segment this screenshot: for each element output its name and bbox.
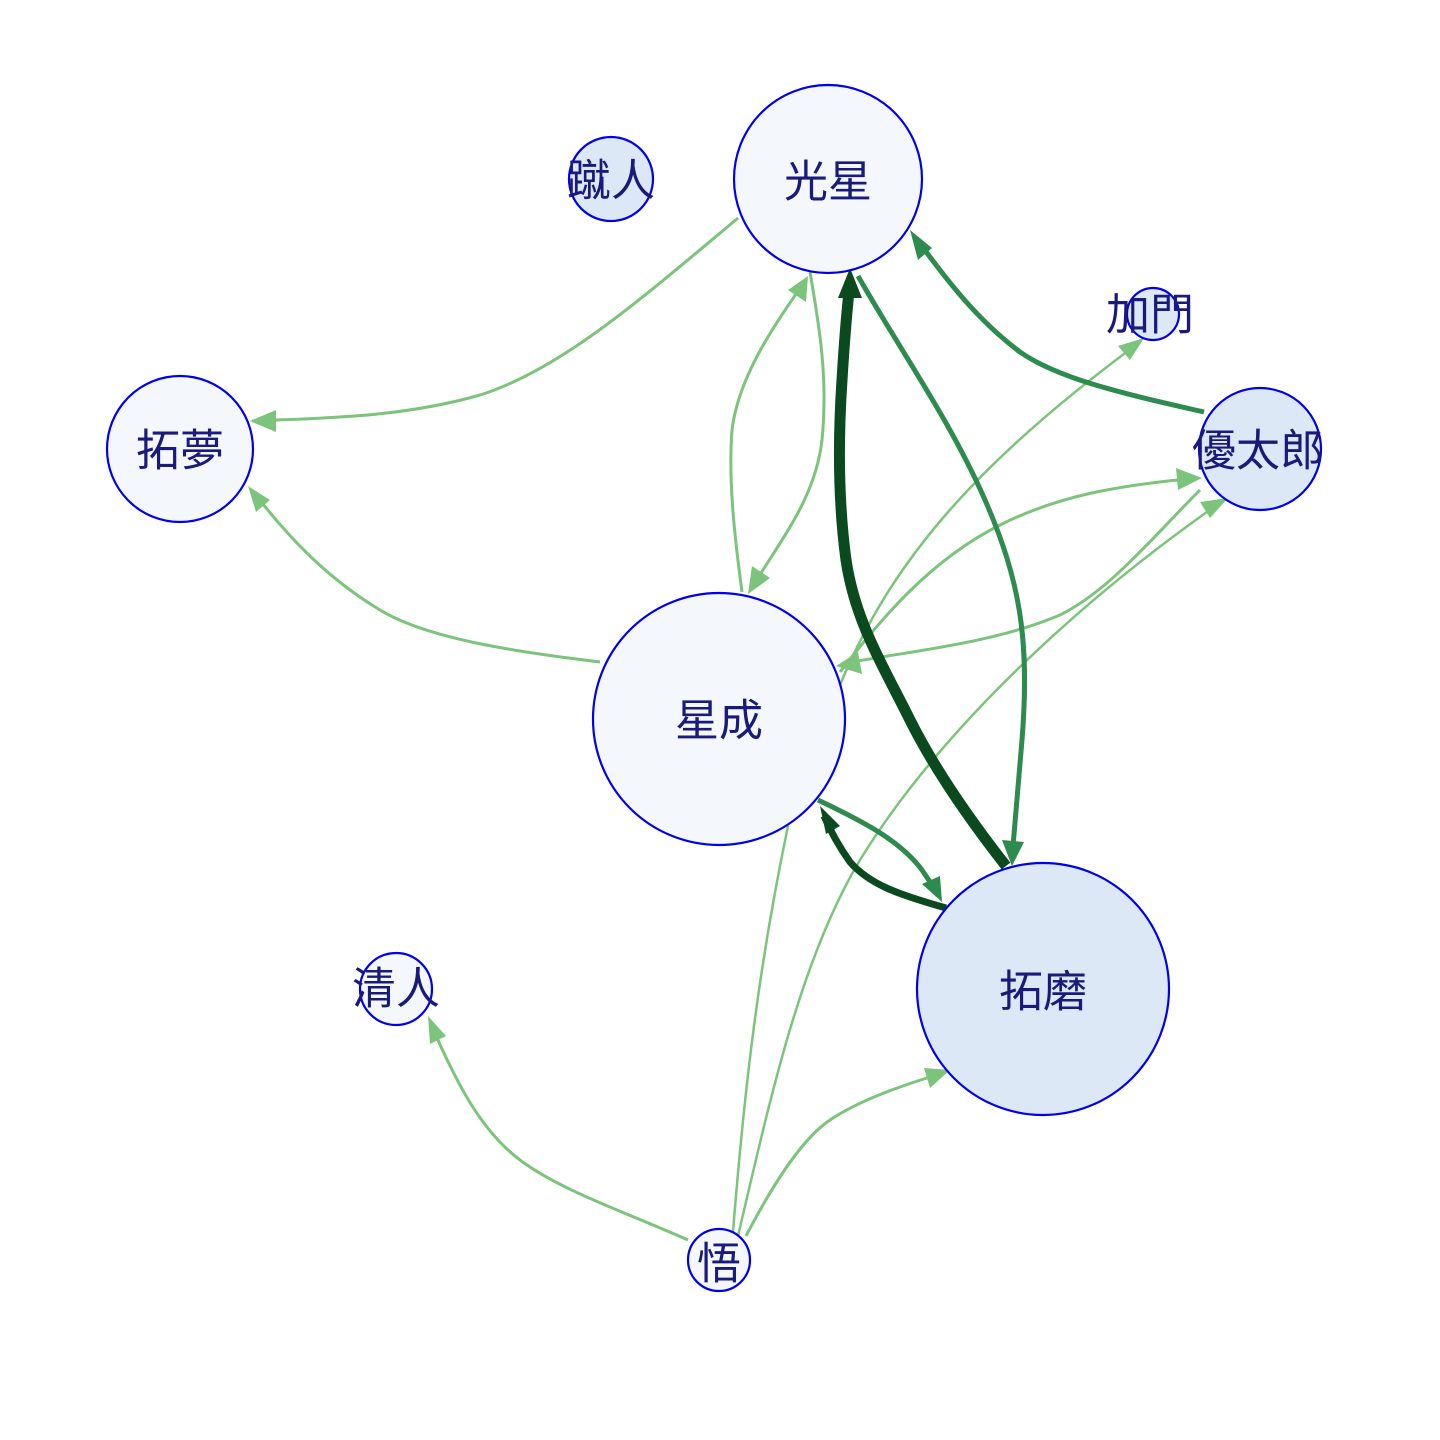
- node-satoru[interactable]: 悟: [686, 1227, 752, 1293]
- edge-satoru-takuma: [744, 1070, 947, 1237]
- nodes-layer: 光星 蹴人 拓夢 加門 優太郎 星成 拓磨 清人: [105, 83, 1324, 1293]
- edge-seina-koushi: [729, 279, 808, 593]
- node-label: 蹴人: [567, 156, 655, 207]
- node-label: 優太郎: [1192, 426, 1324, 477]
- arrowhead: [838, 268, 862, 298]
- arrowhead: [924, 1068, 950, 1088]
- edge-koushi-takuma: [855, 274, 1028, 859]
- node-label: 清人: [352, 964, 440, 1015]
- node-shuuto[interactable]: 蹴人: [567, 135, 655, 223]
- edge-seina-kamon: [836, 340, 1141, 691]
- arrowhead: [1176, 468, 1202, 490]
- arrowhead: [836, 652, 862, 674]
- arrowhead: [748, 566, 770, 594]
- arrowhead: [788, 276, 808, 302]
- node-seina[interactable]: 星成: [591, 591, 847, 847]
- node-label: 拓夢: [136, 426, 224, 477]
- edge-satoru-kiyoto: [428, 1021, 689, 1242]
- edge-seina-yuutarou: [838, 476, 1199, 673]
- node-label: 加門: [1106, 290, 1194, 341]
- arrowhead: [820, 806, 840, 834]
- node-koushi[interactable]: 光星: [732, 83, 924, 275]
- node-takuma[interactable]: 拓磨: [915, 861, 1171, 1117]
- node-takumu[interactable]: 拓夢: [105, 374, 255, 524]
- arrowhead: [248, 486, 270, 512]
- node-label: 光星: [784, 157, 872, 208]
- edge-takuma-koushi: [833, 281, 1011, 870]
- edge-yuutarou-koushi: [913, 236, 1205, 415]
- edge-seina-takumu: [250, 489, 601, 664]
- node-label: 拓磨: [999, 967, 1087, 1018]
- edge-koushi-seina: [750, 271, 826, 589]
- edge-yuutarou-seina: [841, 488, 1202, 666]
- arrowhead: [1002, 840, 1024, 866]
- edge-takuma-seina: [820, 814, 947, 912]
- edge-satoru-seina: [731, 825, 790, 1233]
- node-kiyoto[interactable]: 清人: [352, 951, 440, 1027]
- edge-satoru-yuutarou: [736, 498, 1225, 1237]
- edges-layer: [248, 216, 1228, 1242]
- node-label: 星成: [675, 696, 763, 747]
- node-kamon[interactable]: 加門: [1106, 286, 1194, 342]
- arrowhead: [1118, 338, 1144, 360]
- node-label: 悟: [697, 1239, 741, 1290]
- edge-koushi-takumu: [251, 216, 739, 423]
- arrowhead: [250, 410, 276, 432]
- arrowhead: [1200, 498, 1228, 518]
- arrowhead: [910, 230, 932, 260]
- arrowhead: [922, 876, 942, 902]
- arrowhead: [428, 1016, 446, 1044]
- node-yuutarou[interactable]: 優太郎: [1192, 386, 1324, 512]
